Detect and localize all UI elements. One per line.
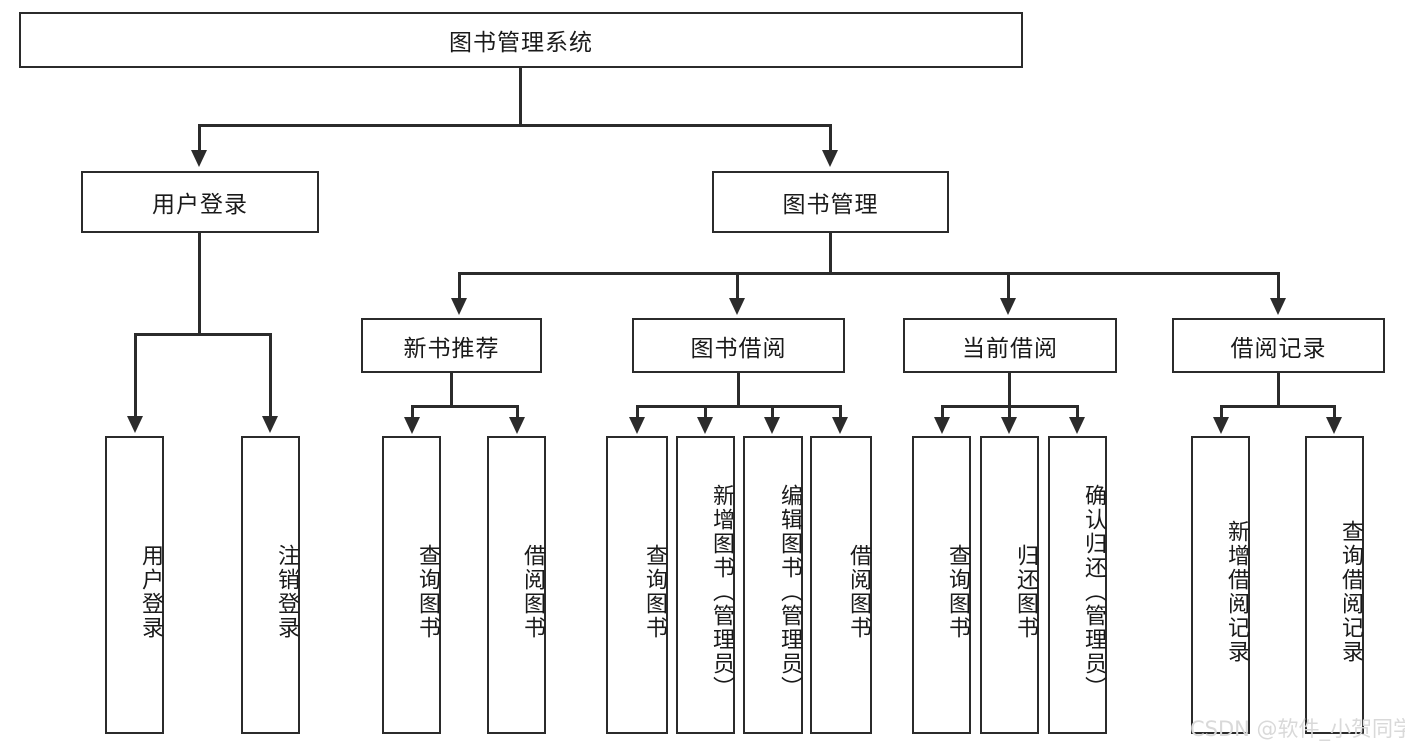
edge-root-bar [198,124,832,127]
leaf-borrow-edit-book[interactable]: 编辑图书（管理员） [743,436,803,734]
node-label: 新书推荐 [403,335,500,362]
edge-borrow-to-leaf-3 [771,405,774,419]
leaf-current-confirm-return[interactable]: 确认归还（管理员） [1048,436,1107,734]
node-current-borrow[interactable]: 当前借阅 [903,318,1117,373]
node-label: 归还图书 [1013,544,1038,640]
arrow-to-current-leaf-2 [1001,417,1017,434]
node-label: 用户登录 [138,544,163,640]
edge-root-stem [519,68,522,126]
edge-borrow-to-leaf-2 [704,405,707,419]
node-label: 确认归还（管理员） [1081,484,1106,700]
edge-current-to-leaf-3 [1076,405,1079,419]
arrow-to-current [1000,298,1016,315]
leaf-current-return-book[interactable]: 归还图书 [980,436,1039,734]
arrow-to-leaf-user-login [127,416,143,433]
edge-current-to-leaf-1 [941,405,944,419]
node-new-book-recommend[interactable]: 新书推荐 [361,318,542,373]
node-label: 查询图书 [415,544,440,640]
node-label: 图书管理系统 [449,30,593,56]
leaf-borrow-add-book[interactable]: 新增图书（管理员） [676,436,735,734]
leaf-user-login[interactable]: 用户登录 [105,436,164,734]
arrow-to-borrow-leaf-4 [832,417,848,434]
edge-record-to-leaf-2 [1333,405,1336,419]
node-label: 新增图书（管理员） [709,484,734,700]
arrow-to-record-leaf-1 [1213,417,1229,434]
edge-record-bar [1220,405,1336,408]
node-label: 图书借阅 [690,335,787,362]
edge-book-mgmt-to-record [1277,272,1280,300]
edge-book-mgmt-bar [458,272,1280,275]
arrow-to-borrow-leaf-2 [697,417,713,434]
edge-record-to-leaf-1 [1220,405,1223,419]
node-label: 查询借阅记录 [1338,520,1363,664]
arrow-to-borrow [729,298,745,315]
edge-book-mgmt-to-recommend [458,272,461,300]
arrow-to-leaf-logout [262,416,278,433]
arrow-to-record-leaf-2 [1326,417,1342,434]
arrow-to-borrow-leaf-1 [629,417,645,434]
edge-user-login-bar [134,333,272,336]
edge-recommend-to-leaf-1 [411,405,414,419]
node-label: 新增借阅记录 [1224,520,1249,664]
edge-root-to-book-mgmt [829,124,832,152]
leaf-logout[interactable]: 注销登录 [241,436,300,734]
node-label: 查询图书 [642,544,667,640]
node-label: 用户登录 [152,192,248,218]
node-label: 当前借阅 [962,335,1058,362]
edge-borrow-to-leaf-1 [636,405,639,419]
arrow-to-book-mgmt [822,150,838,167]
leaf-current-query-book[interactable]: 查询图书 [912,436,971,734]
node-book-management[interactable]: 图书管理 [712,171,949,233]
leaf-borrow-query-book[interactable]: 查询图书 [606,436,668,734]
edge-recommend-stem [450,373,453,407]
node-root-system[interactable]: 图书管理系统 [19,12,1023,68]
node-label: 注销登录 [274,544,299,640]
node-label: 查询图书 [945,544,970,640]
node-label: 借阅图书 [846,544,871,640]
node-user-login[interactable]: 用户登录 [81,171,319,233]
arrow-to-recommend-leaf-2 [509,417,525,434]
arrow-to-current-leaf-1 [934,417,950,434]
arrow-to-recommend-leaf-1 [404,417,420,434]
edge-root-to-user-login [198,124,201,152]
leaf-record-add-record[interactable]: 新增借阅记录 [1191,436,1250,734]
arrow-to-current-leaf-3 [1069,417,1085,434]
edge-recommend-to-leaf-2 [516,405,519,419]
arrow-to-user-login [191,150,207,167]
arrow-to-recommend [451,298,467,315]
arrow-to-record [1270,298,1286,315]
edge-borrow-to-leaf-4 [839,405,842,419]
leaf-borrow-borrow-book[interactable]: 借阅图书 [810,436,872,734]
node-borrow-record[interactable]: 借阅记录 [1172,318,1385,373]
edge-user-login-to-leaf-2 [269,333,272,418]
arrow-to-borrow-leaf-3 [764,417,780,434]
edge-record-stem [1277,373,1280,407]
edge-book-mgmt-to-borrow [736,272,739,300]
edge-current-stem [1008,373,1011,407]
edge-user-login-to-leaf-1 [134,333,137,418]
node-label: 借阅图书 [520,544,545,640]
edge-current-to-leaf-2 [1008,405,1011,419]
node-label: 图书管理 [782,192,879,218]
edge-borrow-stem [737,373,740,407]
leaf-recommend-query-book[interactable]: 查询图书 [382,436,441,734]
leaf-record-query-record[interactable]: 查询借阅记录 [1305,436,1364,734]
node-label: 编辑图书（管理员） [777,484,802,700]
edge-borrow-bar [636,405,842,408]
edge-recommend-bar [411,405,519,408]
edge-book-mgmt-stem [829,233,832,274]
csdn-watermark: CSDN @软件_小贺同学 [1190,717,1405,741]
edge-user-login-stem [198,233,201,335]
node-label: 借阅记录 [1230,335,1327,362]
leaf-recommend-borrow-book[interactable]: 借阅图书 [487,436,546,734]
node-book-borrow[interactable]: 图书借阅 [632,318,845,373]
edge-book-mgmt-to-current [1007,272,1010,300]
